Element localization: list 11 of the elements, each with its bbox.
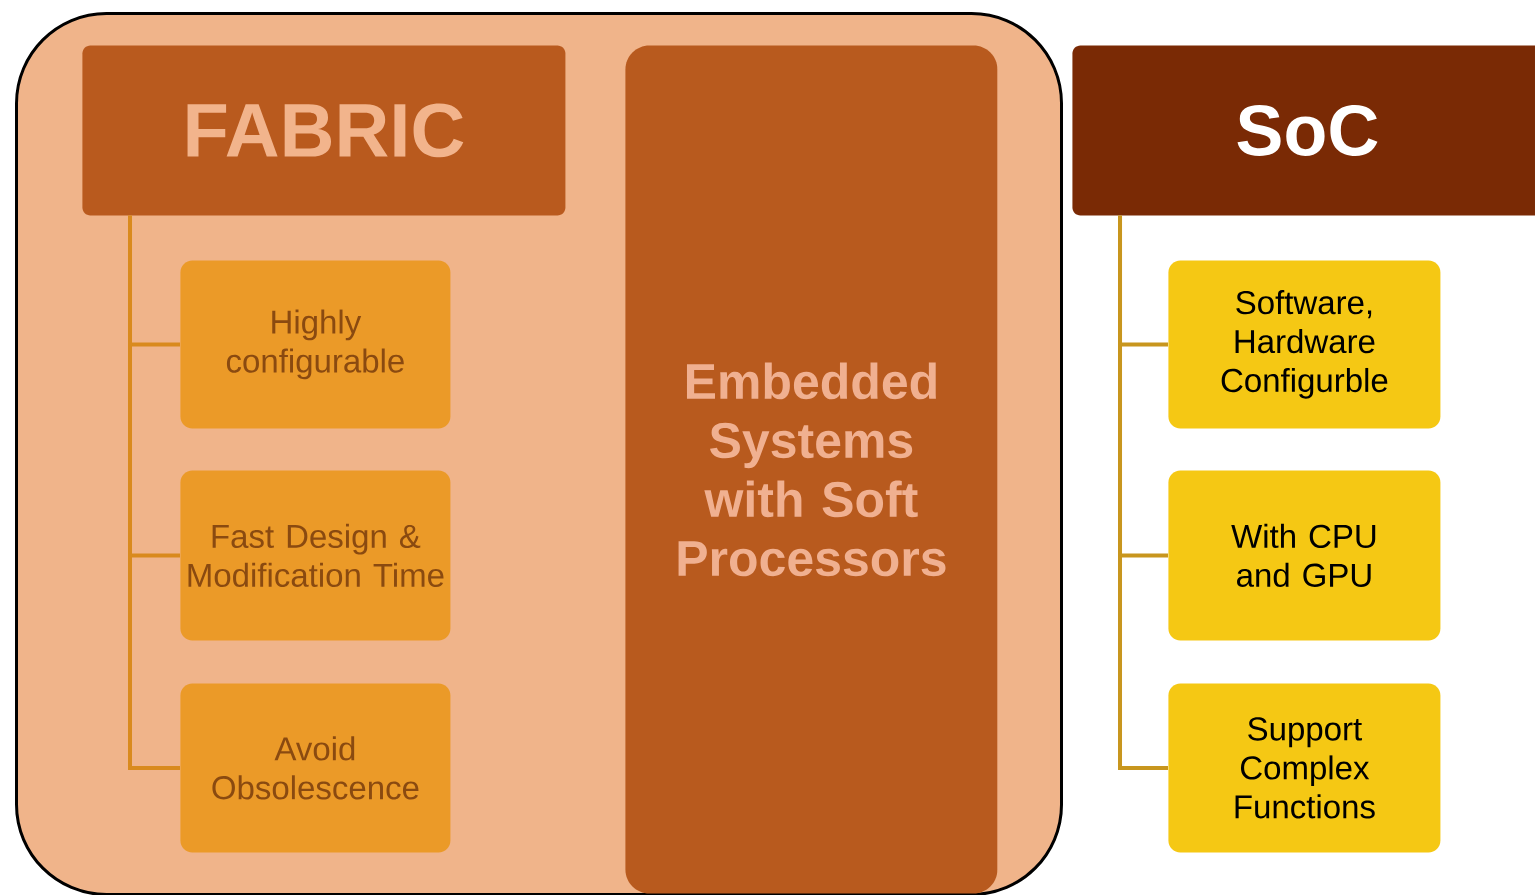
column-box: Embedded Systems with Soft Processors (625, 45, 998, 894)
feature-box: Software, Hardware Configurble (1168, 260, 1441, 429)
feature-box: Highly configurable (180, 260, 451, 429)
feature-box: Fast Design & Modification Time (180, 470, 451, 641)
connector-line (128, 215, 180, 770)
feature-box: Support Complex Functions (1168, 683, 1441, 853)
header-box: SoC (1072, 45, 1535, 216)
feature-box: With CPU and GPU (1168, 470, 1441, 641)
connector-line (1118, 215, 1168, 770)
header-box: FABRIC (82, 45, 566, 216)
feature-box: Avoid Obsolescence (180, 683, 451, 853)
